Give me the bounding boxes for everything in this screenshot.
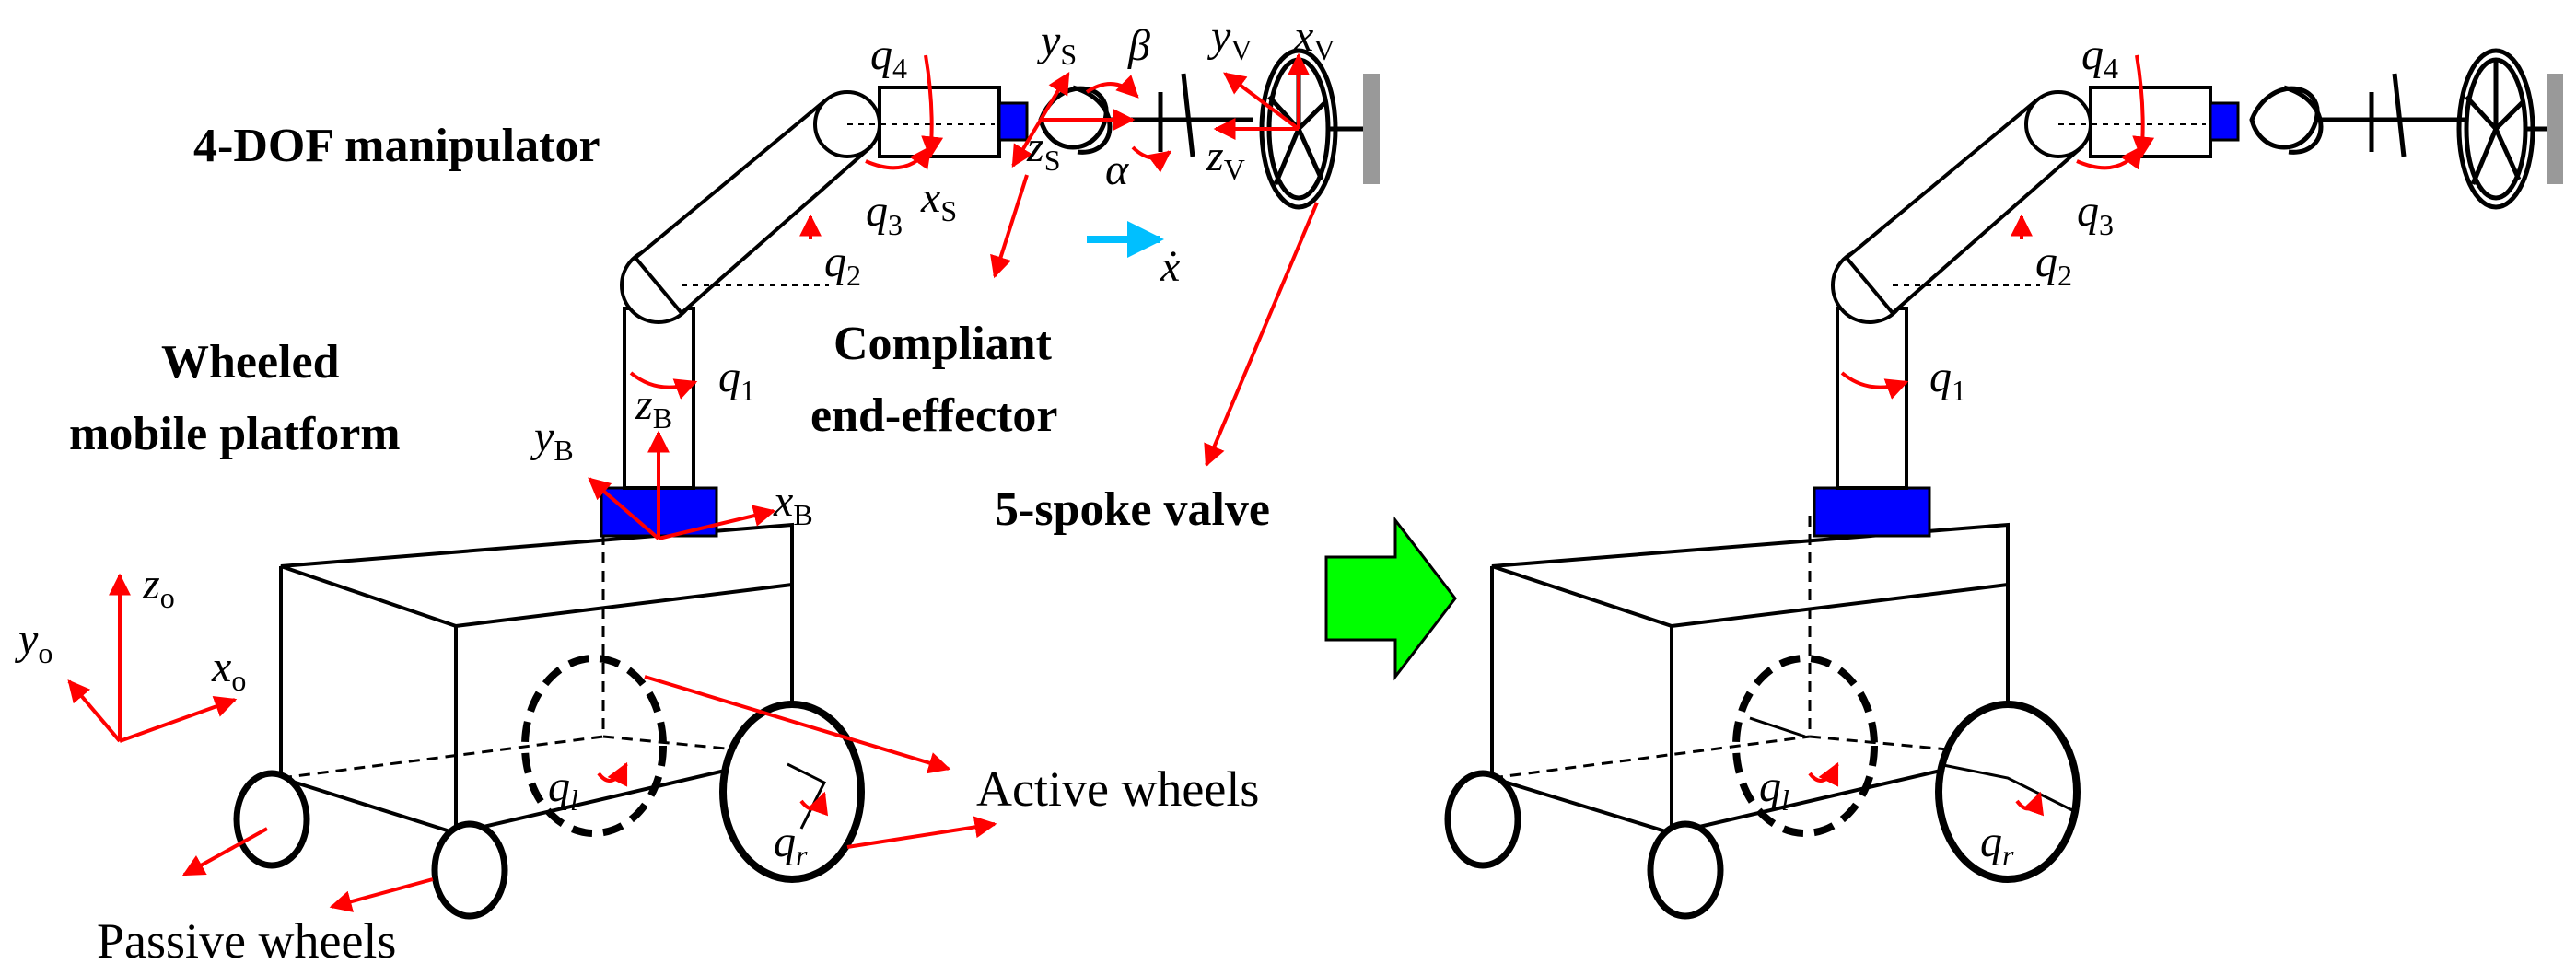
left-active-wheel-right xyxy=(719,701,865,883)
left-platform-body xyxy=(279,516,794,835)
active-wheels-label: Active wheels xyxy=(976,761,1259,817)
svg-text:ql: ql xyxy=(1759,762,1789,817)
left-joint-arrows xyxy=(597,54,944,817)
svg-text:q2: q2 xyxy=(2035,238,2072,292)
svg-text:α: α xyxy=(1105,145,1129,194)
svg-text:q4: q4 xyxy=(2081,30,2118,85)
svg-text:β: β xyxy=(1127,21,1150,70)
right-valve xyxy=(2456,48,2551,210)
left-passive-wheel-front xyxy=(431,820,508,920)
right-column xyxy=(1836,307,1908,490)
svg-text:yS: yS xyxy=(1036,17,1077,71)
left-forearm xyxy=(878,86,1001,158)
right-platform-body xyxy=(1490,516,2010,835)
right-active-wheel-right xyxy=(1935,701,2081,883)
svg-text:yV: yV xyxy=(1206,12,1252,66)
svg-text:xV: xV xyxy=(1293,12,1335,66)
right-joint-arrows xyxy=(1808,54,2155,817)
svg-text:zB: zB xyxy=(635,380,672,435)
left-frame-o xyxy=(67,573,238,743)
right-forearm xyxy=(2089,86,2212,158)
svg-text:yB: yB xyxy=(530,412,574,467)
left-symbols: q1 q2 q3 q4 ql qr α β ẋ xB yB zB xo yo z… xyxy=(14,12,1335,872)
svg-text:q3: q3 xyxy=(866,187,903,241)
svg-text:xB: xB xyxy=(773,477,813,531)
platform-label-line2: mobile platform xyxy=(69,408,401,460)
right-wall xyxy=(2547,74,2563,184)
svg-text:qr: qr xyxy=(774,818,808,872)
end-effector-label-line1: Compliant xyxy=(833,318,1053,370)
platform-label-line1: Wheeled xyxy=(161,336,340,389)
svg-text:q3: q3 xyxy=(2077,187,2114,241)
svg-text:zV: zV xyxy=(1206,132,1245,186)
right-active-wheel-left xyxy=(1732,655,1878,837)
right-passive-wheel-front xyxy=(1647,820,1724,920)
left-frame-b xyxy=(588,430,776,540)
svg-text:q4: q4 xyxy=(870,30,907,85)
svg-text:ẋ: ẋ xyxy=(1160,242,1181,291)
svg-text:q1: q1 xyxy=(718,353,755,407)
svg-text:q2: q2 xyxy=(824,238,861,292)
left-robot: 4-DOF manipulator Wheeled mobile platfor… xyxy=(14,12,1380,969)
right-arrow-icon xyxy=(1324,516,1457,681)
left-frame-s xyxy=(1011,71,1171,173)
svg-text:zo: zo xyxy=(142,560,175,614)
right-robot: q1 q2 q3 q4 ql qr xyxy=(1444,30,2563,920)
manipulator-label: 4-DOF manipulator xyxy=(193,120,600,172)
left-active-wheel-left xyxy=(521,655,667,837)
label-pointer-arrows xyxy=(181,174,1319,912)
svg-text:xS: xS xyxy=(920,173,957,227)
left-passive-wheel-back xyxy=(233,770,310,869)
svg-text:ql: ql xyxy=(548,762,578,817)
end-effector-label-line2: end-effector xyxy=(810,389,1058,442)
passive-wheels-label: Passive wheels xyxy=(97,913,396,969)
right-symbols: q1 q2 q3 q4 ql qr xyxy=(1759,30,2118,872)
svg-text:xo: xo xyxy=(211,643,246,697)
left-wall xyxy=(1363,74,1380,184)
left-frame-v xyxy=(1213,52,1310,140)
svg-text:qr: qr xyxy=(1980,818,2014,872)
svg-text:q1: q1 xyxy=(1929,353,1966,407)
svg-text:zS: zS xyxy=(1026,122,1060,177)
right-base-block xyxy=(1813,486,1931,538)
right-end-effector xyxy=(2249,73,2468,157)
valve-label: 5-spoke valve xyxy=(995,483,1270,536)
svg-text:yo: yo xyxy=(14,615,52,669)
right-passive-wheel-back xyxy=(1444,770,1521,869)
